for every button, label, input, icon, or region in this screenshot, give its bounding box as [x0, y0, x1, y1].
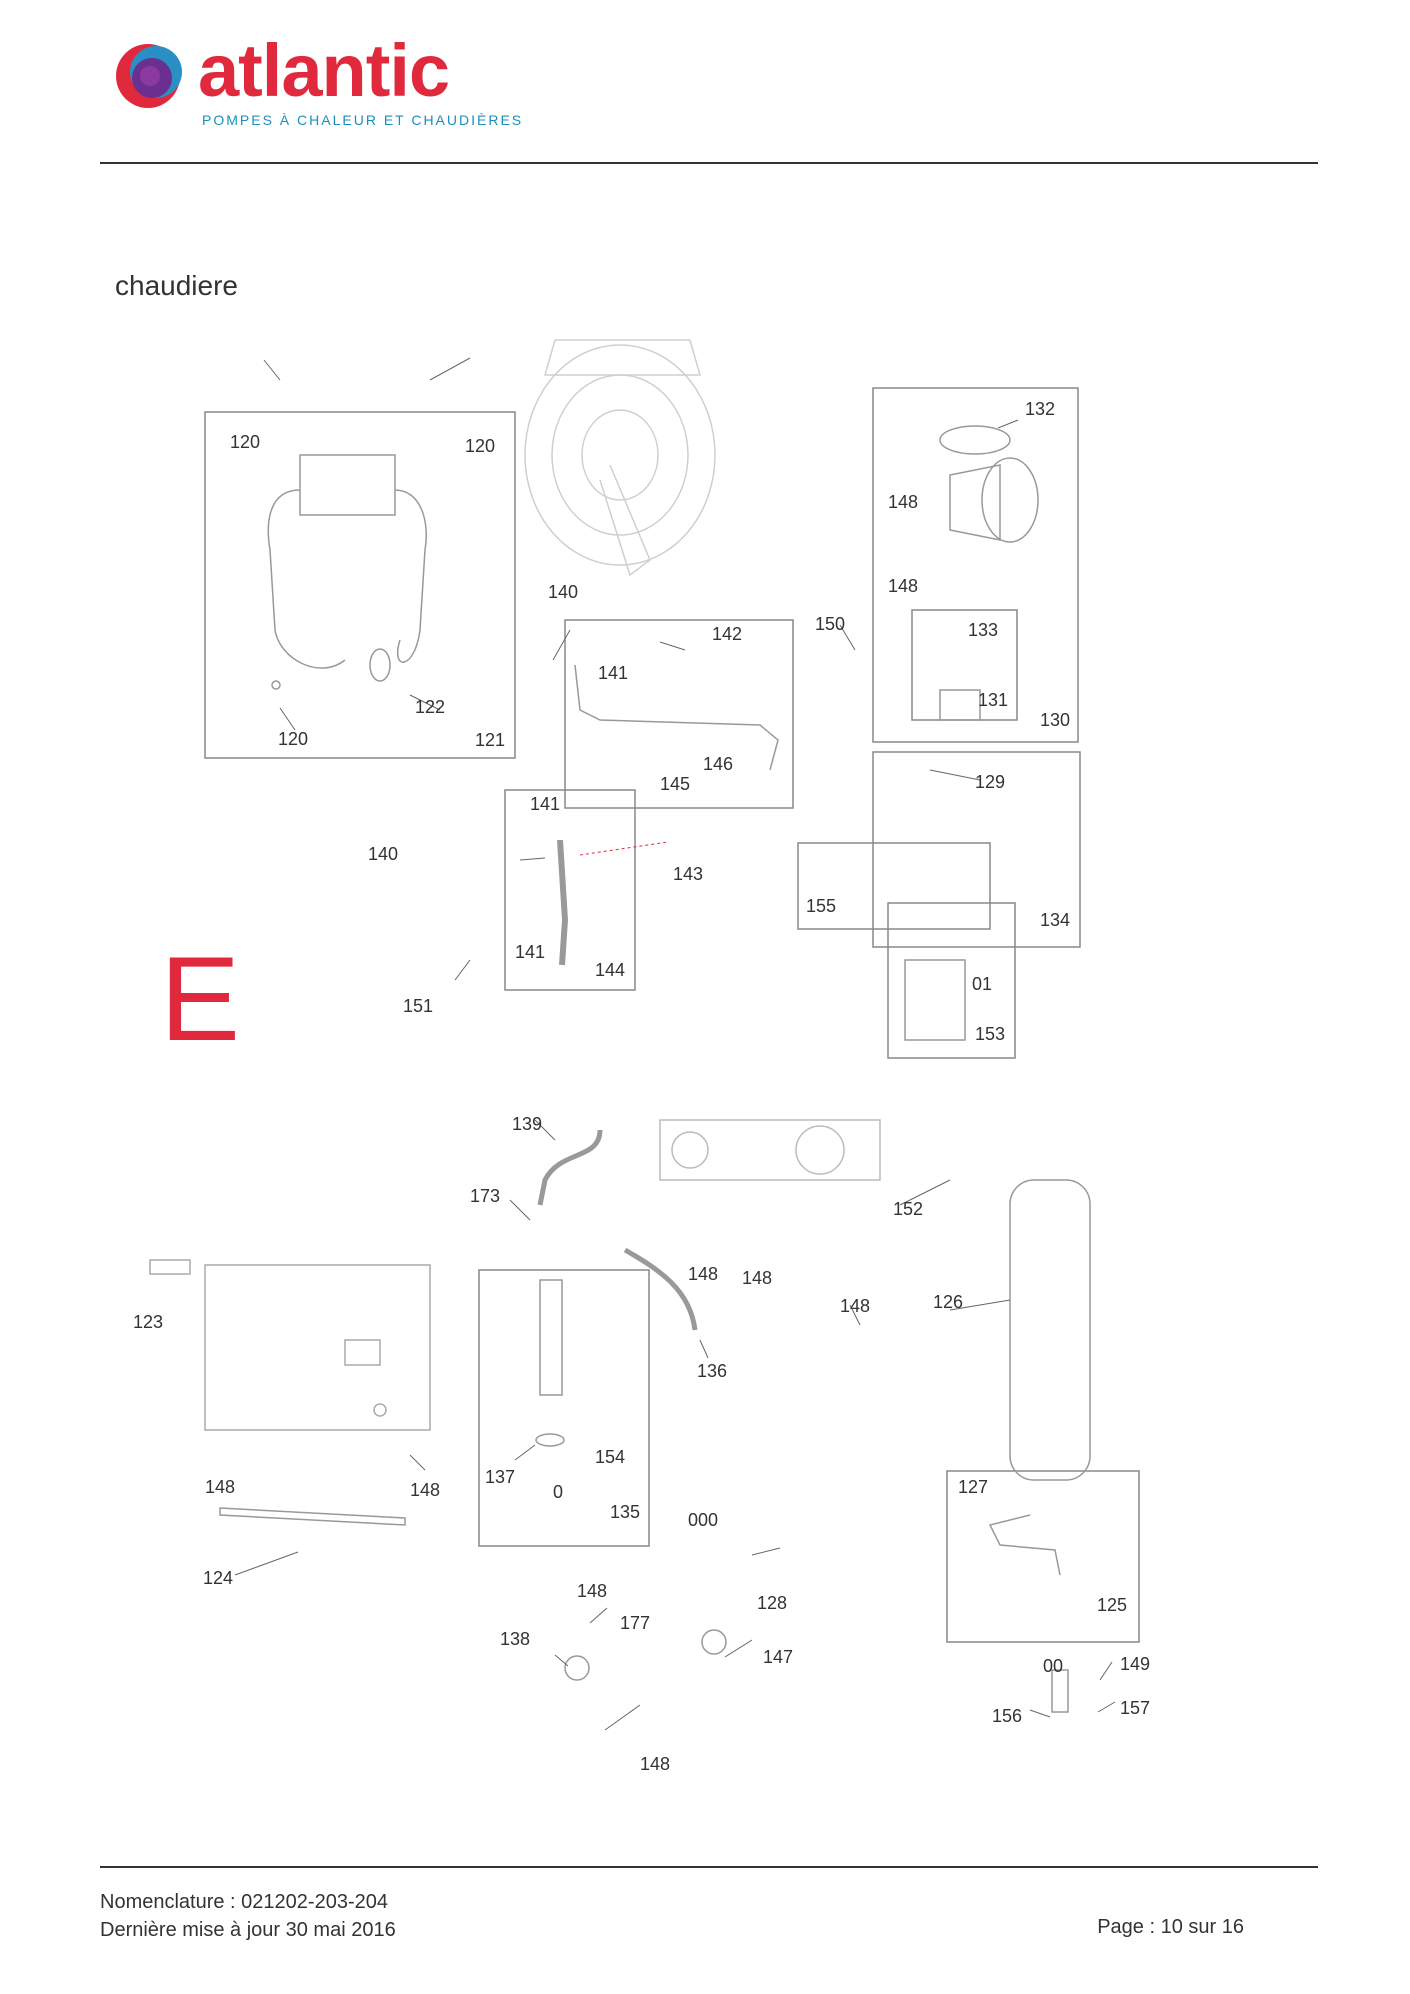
control-box-sketch — [149, 1259, 431, 1431]
part-label: 129 — [975, 772, 1005, 792]
expansion-vessel-sketch — [1009, 1179, 1091, 1481]
part-label: 146 — [703, 754, 733, 774]
leader-lines — [234, 357, 1116, 1731]
pipe-144-sketch — [557, 839, 569, 966]
group-box-flue — [204, 411, 516, 759]
heat-exchanger-tube-sketch — [539, 1279, 563, 1396]
part-labels: 120 120 120 121 122 140 141 142 145 146 … — [133, 399, 1150, 1774]
part-label: 148 — [640, 1754, 670, 1774]
part-label: 153 — [975, 1024, 1005, 1044]
hydraulic-block-sketch — [659, 1119, 881, 1181]
part-label: 130 — [1040, 710, 1070, 730]
part-label: 173 — [470, 1186, 500, 1206]
group-box-153 — [887, 902, 1016, 1059]
part-label: 127 — [958, 1477, 988, 1497]
seal-ring-sketch — [535, 1433, 565, 1447]
valve-153-sketch — [904, 959, 966, 1041]
part-label: 126 — [933, 1292, 963, 1312]
part-label: 177 — [620, 1613, 650, 1633]
part-label: 139 — [512, 1114, 542, 1134]
group-box-fan — [872, 387, 1079, 743]
group-box-129 — [872, 751, 1081, 948]
pipe-141-sketch — [574, 664, 779, 771]
part-label: 133 — [968, 620, 998, 640]
pipe-127-sketch — [988, 1514, 1061, 1576]
part-label: 144 — [595, 960, 625, 980]
part-label: 120 — [230, 432, 260, 452]
part-label: 141 — [530, 794, 560, 814]
logo-tagline: POMPES À CHALEUR ET CHAUDIÈRES — [202, 112, 524, 128]
logo-wordmark: atlantic — [198, 29, 450, 112]
part-label: 148 — [888, 576, 918, 596]
part-label: 155 — [806, 896, 836, 916]
burner-casing-sketch — [524, 339, 716, 577]
part-label: 148 — [888, 492, 918, 512]
group-box-125 — [946, 1470, 1140, 1643]
group-box-pipe-144 — [504, 789, 636, 991]
part-label: 132 — [1025, 399, 1055, 419]
part-label: 141 — [598, 663, 628, 683]
pipe-136-sketch — [623, 1247, 698, 1331]
part-label: 147 — [763, 1647, 793, 1667]
valve-156-sketch — [1051, 1669, 1069, 1713]
page-number: Page : 10 sur 16 — [1097, 1916, 1244, 1938]
part-label: 148 — [840, 1296, 870, 1316]
switch-138-sketch — [564, 1655, 590, 1681]
brand-logo: atlantic POMPES À CHALEUR ET CHAUDIÈRES — [110, 29, 521, 136]
part-label: 140 — [548, 582, 578, 602]
nomenclature-text: Nomenclature : 021202-203-204 — [100, 1891, 388, 1913]
part-label: 157 — [1120, 1698, 1150, 1718]
part-label: 131 — [978, 690, 1008, 710]
part-label: 121 — [475, 730, 505, 750]
group-box-155 — [797, 842, 991, 930]
last-update-text: Dernière mise à jour 30 mai 2016 — [100, 1919, 396, 1941]
part-label: 145 — [660, 774, 690, 794]
pipe-139-sketch — [537, 1129, 603, 1206]
part-label: 154 — [595, 1447, 625, 1467]
footer-info: Nomenclature : 021202-203-204 Dernière m… — [100, 1888, 396, 1944]
section-title: chaudiere — [115, 270, 238, 301]
part-label: 128 — [757, 1593, 787, 1613]
part-label: 120 — [465, 436, 495, 456]
part-label: 000 — [688, 1510, 718, 1530]
part-label: 148 — [410, 1480, 440, 1500]
part-label: 134 — [1040, 910, 1070, 930]
part-label: 136 — [697, 1361, 727, 1381]
group-box-pipe-141 — [564, 619, 794, 809]
part-label: 122 — [415, 697, 445, 717]
part-label: 143 — [673, 864, 703, 884]
part-label: 148 — [577, 1581, 607, 1601]
switch-147-sketch — [701, 1629, 727, 1655]
part-label: 0 — [553, 1482, 563, 1502]
header-divider — [100, 162, 1318, 164]
air-intake-sketch — [267, 454, 427, 690]
part-label: 120 — [278, 729, 308, 749]
part-label: 00 — [1043, 1656, 1063, 1676]
part-label: 140 — [368, 844, 398, 864]
section-letter-e: E — [160, 932, 240, 1066]
part-label: 148 — [742, 1268, 772, 1288]
part-label: 137 — [485, 1467, 515, 1487]
exploded-parts-diagram: E 120 120 120 121 122 140 141 142 145 14… — [133, 339, 1150, 1774]
part-label: 156 — [992, 1706, 1022, 1726]
part-label: 148 — [688, 1264, 718, 1284]
footer-divider — [100, 1866, 1318, 1868]
group-box-135 — [478, 1269, 650, 1547]
part-label: 138 — [500, 1629, 530, 1649]
part-label: 125 — [1097, 1595, 1127, 1615]
part-label: 152 — [893, 1199, 923, 1219]
part-label: 135 — [610, 1502, 640, 1522]
part-label: 01 — [972, 974, 992, 994]
bracket-124-sketch — [219, 1507, 406, 1526]
part-label: 142 — [712, 624, 742, 644]
logo-emblem-icon — [116, 44, 182, 108]
part-label: 149 — [1120, 1654, 1150, 1674]
part-label: 150 — [815, 614, 845, 634]
part-label: 141 — [515, 942, 545, 962]
part-label: 151 — [403, 996, 433, 1016]
fan-sketch — [939, 425, 1039, 721]
part-label: 124 — [203, 1568, 233, 1588]
part-label: 148 — [205, 1477, 235, 1497]
part-label: 123 — [133, 1312, 163, 1332]
